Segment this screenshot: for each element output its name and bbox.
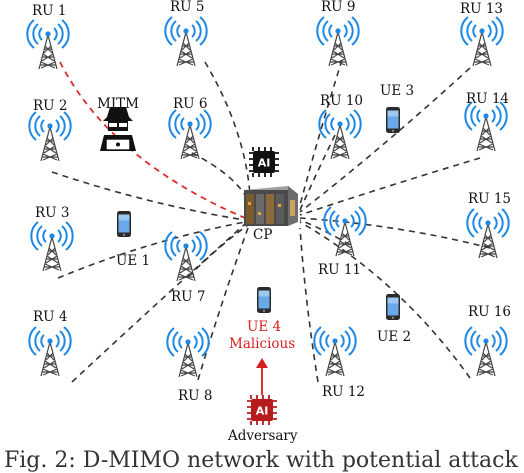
cp-server-icon [244,186,298,226]
ue4-phone-icon [257,287,271,313]
ru12-tower-icon [313,326,357,377]
ru16-tower-icon [464,326,508,377]
ru3-tower-icon [30,221,74,272]
ue4-label: UE 4 [247,319,282,335]
link-ru3 [57,221,246,279]
link-ru11 [299,219,351,246]
ue1-label: UE 1 [116,253,151,269]
ru15-label: RU 15 [468,191,512,207]
ru7-label: RU 7 [171,289,206,305]
ue3-label: UE 3 [380,83,415,99]
ue4-status-label: Malicious [229,336,296,352]
ru14-label: RU 14 [466,91,510,107]
ru5-tower-icon [164,16,208,67]
ai-chip-icon: AI [249,147,279,177]
adversary-ai-chip-icon: AI [247,395,277,425]
link-ru14 [299,157,481,216]
link-ru4 [71,223,246,383]
ru13-label: RU 13 [460,1,504,17]
adversary-ai-label: AI [256,405,269,418]
link-ru9 [299,59,343,206]
ue3-phone-icon [386,107,400,133]
ru11-label: RU 11 [318,262,362,278]
ue2-phone-icon [386,294,400,320]
ru5-label: RU 5 [170,0,205,15]
ru8-label: RU 8 [178,388,213,404]
ru15-tower-icon [466,208,510,259]
ru6-tower-icon [168,109,212,160]
ru1-tower-icon [26,19,70,70]
ru9-label: RU 9 [321,0,356,15]
ru6-label: RU 6 [173,96,208,112]
ru1-label: RU 1 [32,3,67,19]
link-ru12 [299,227,319,383]
mitm-hacker-icon [100,107,136,151]
ru16-label: RU 16 [468,304,512,320]
link-ru16 [299,221,471,379]
ue2-label: UE 2 [377,329,412,345]
ru13-tower-icon [460,16,504,67]
ru2-label: RU 2 [33,98,68,114]
ru2-tower-icon [28,111,72,162]
ru4-label: RU 4 [33,309,68,325]
ru8-tower-icon [166,327,210,378]
ru11-tower-icon [323,206,367,257]
ru7-tower-icon [164,231,208,282]
link-ru6 [191,152,249,201]
attack-arrowhead [256,358,268,368]
ru4-tower-icon [28,326,72,377]
mitm-label: MITM [97,96,139,112]
figure-caption: Fig. 2: D-MIMO network with potential at… [4,448,518,473]
ru10-label: RU 10 [320,93,364,109]
ru14-tower-icon [464,101,508,152]
ru12-label: RU 12 [322,384,366,400]
cp-label: CP [253,227,273,243]
adversary-label: Adversary [228,428,298,444]
link-ru8 [197,227,249,381]
ru9-tower-icon [316,16,360,67]
ru3-label: RU 3 [35,205,70,221]
link-ru5 [204,61,251,196]
ue1-phone-icon [117,211,131,237]
ru10-tower-icon [318,109,362,160]
ai-chip-label: AI [258,157,271,170]
link-ru2 [51,171,246,221]
